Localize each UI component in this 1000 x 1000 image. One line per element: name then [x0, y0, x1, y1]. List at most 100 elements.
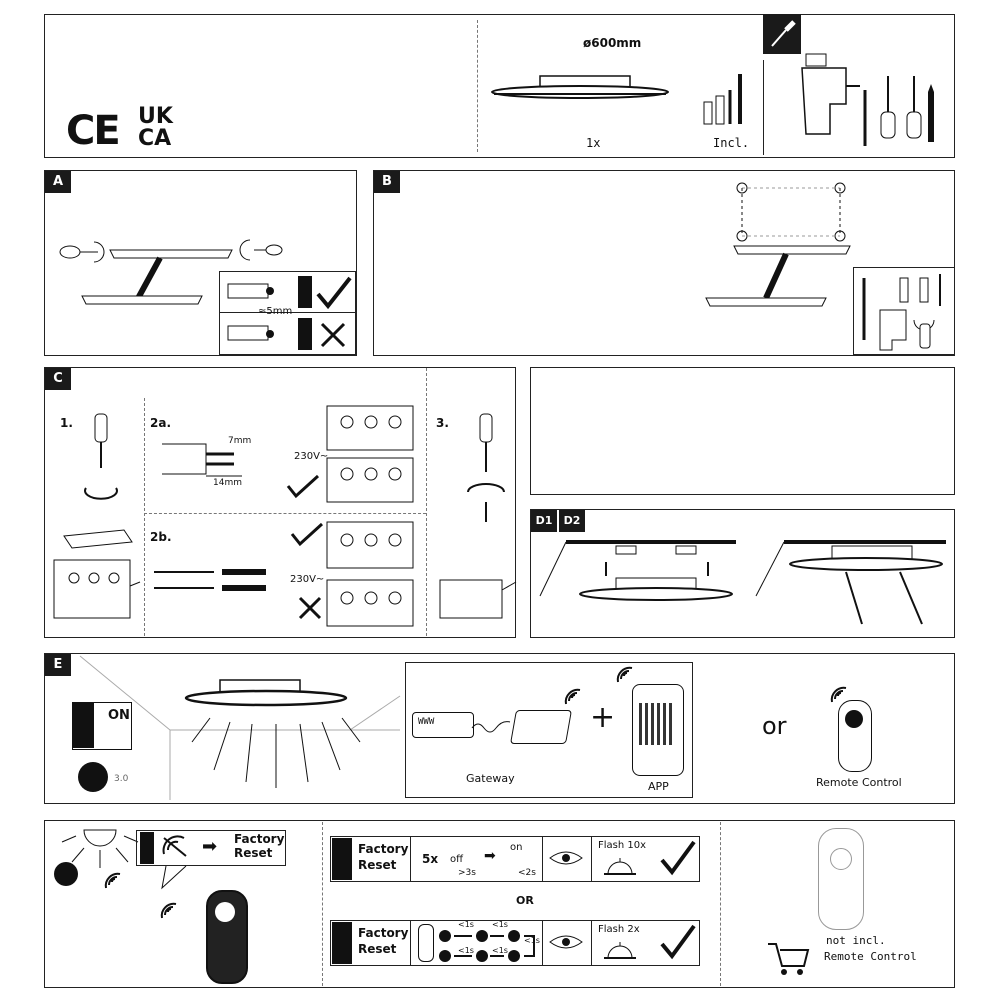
timer-on: <2s — [518, 868, 536, 878]
bracket-detail-box — [219, 271, 356, 355]
lamp-flash-icon — [604, 858, 636, 875]
on-label: on — [510, 842, 523, 853]
wifi-icon — [830, 686, 847, 703]
drill-detail-icon — [862, 274, 941, 351]
ukca-mark-bottom: CA — [138, 126, 172, 151]
screws-dowels-icon — [703, 74, 742, 125]
remote-not-included-label: Remote Control — [824, 950, 917, 963]
app-control-box — [405, 662, 693, 798]
step-d1-label: D1 — [531, 510, 557, 532]
or-label: or — [762, 712, 787, 740]
not-included-label: not incl. — [826, 934, 886, 947]
remote-dial — [215, 902, 235, 922]
checkmark-icon — [660, 840, 696, 876]
reset-cell-divider — [542, 836, 543, 882]
flash-2-label: Flash 2x — [598, 924, 640, 935]
checkmark-icon — [316, 276, 352, 310]
reset-cell-divider — [591, 836, 592, 882]
bracket-marking-drawing — [705, 182, 851, 307]
voltage-label-b: 230V~ — [290, 574, 325, 585]
step-e-panel — [44, 653, 955, 804]
remote-dial — [830, 848, 852, 870]
wifi-icon — [616, 666, 633, 683]
reset-title-line1: Factory — [358, 926, 409, 940]
zigbee-version: 3.0 — [114, 774, 129, 784]
step-1-label: 1. — [60, 416, 73, 430]
reset-cell-divider — [410, 836, 411, 882]
light-rays-icon — [191, 717, 361, 788]
reset-title-line2: Reset — [358, 858, 397, 872]
warning-icon — [298, 276, 312, 308]
lamp-flash-icon — [604, 942, 636, 959]
c-divider-2 — [426, 368, 427, 636]
drill-icon — [801, 53, 860, 135]
step-2a-label: 2a. — [150, 416, 172, 430]
plus-icon: + — [590, 700, 616, 735]
reset-method-2 — [330, 920, 700, 966]
screwdriver-icon — [906, 76, 922, 139]
toggle-count: 5x — [422, 852, 439, 866]
remote-control-icon — [418, 924, 434, 962]
step-b-label: B — [374, 171, 400, 193]
flash-10-label: Flash 10x — [598, 840, 647, 851]
blank-panel — [530, 367, 955, 495]
remote-control-label: Remote Control — [816, 776, 902, 789]
reset-cell-divider — [542, 920, 543, 966]
zigbee-logo-icon — [54, 862, 78, 886]
bracket-screw-detail — [227, 283, 274, 341]
screw-cover-drawing — [439, 413, 517, 619]
reset-divider-1 — [322, 822, 323, 986]
remote-control-icon — [818, 828, 864, 930]
step-a-label: A — [45, 171, 71, 193]
drill-bit-icon — [863, 90, 867, 146]
step-d-panel — [530, 509, 955, 638]
info-icon — [332, 922, 352, 964]
timer-label: <1s — [492, 920, 508, 929]
room-perspective-drawing — [79, 655, 401, 800]
voltage-label-a: 230V~ — [294, 451, 329, 462]
switch-on-label: ON — [108, 708, 130, 723]
terminal-block-icon — [326, 405, 414, 503]
qr-code-icon — [639, 703, 675, 745]
cross-icon — [320, 322, 346, 348]
drill-detail-box — [853, 267, 955, 355]
ce-mark: CE — [66, 108, 121, 154]
strip-length-14: 14mm — [213, 478, 242, 488]
step-d2-label: D2 — [559, 510, 585, 532]
checkmark-icon — [660, 924, 696, 960]
eye-icon — [549, 851, 583, 865]
step-e-label: E — [45, 654, 71, 676]
mounting-bracket-drawing — [59, 241, 233, 305]
wifi-icon — [564, 688, 581, 705]
reset-cell-divider — [591, 920, 592, 966]
off-label: off — [450, 854, 464, 865]
sun-icon — [61, 829, 139, 868]
gap-label: ≈5mm — [258, 306, 293, 317]
timer-label: <1s — [524, 936, 540, 945]
detail-divider — [219, 312, 356, 313]
switch-body — [72, 702, 94, 748]
pencil-icon — [928, 84, 934, 142]
cable-icon — [471, 721, 511, 733]
stranded-wire-drawing — [154, 569, 266, 591]
ukca-mark-top: UK — [138, 104, 173, 129]
header-divider — [477, 20, 478, 152]
step-2b-label: 2b. — [150, 530, 172, 544]
reset-title-line1: Factory — [358, 842, 409, 856]
eye-icon — [549, 935, 583, 949]
included-label: Incl. — [713, 136, 750, 150]
lamp-mount-drawing — [539, 540, 946, 625]
gateway-label: Gateway — [466, 772, 515, 785]
gateway-icon — [510, 710, 572, 744]
ceiling-lamp-icon — [184, 679, 348, 707]
checkmark-icon — [286, 474, 320, 499]
remote-dial — [845, 710, 863, 728]
callout-tail — [161, 865, 187, 890]
shopping-cart-icon — [768, 943, 810, 975]
timer-label: <1s — [458, 946, 474, 955]
cable-strip-drawing — [162, 443, 242, 477]
wifi-icon — [160, 902, 177, 919]
reset-panel — [44, 820, 955, 988]
timer-label: <1s — [492, 946, 508, 955]
reset-or-label: OR — [516, 894, 534, 907]
